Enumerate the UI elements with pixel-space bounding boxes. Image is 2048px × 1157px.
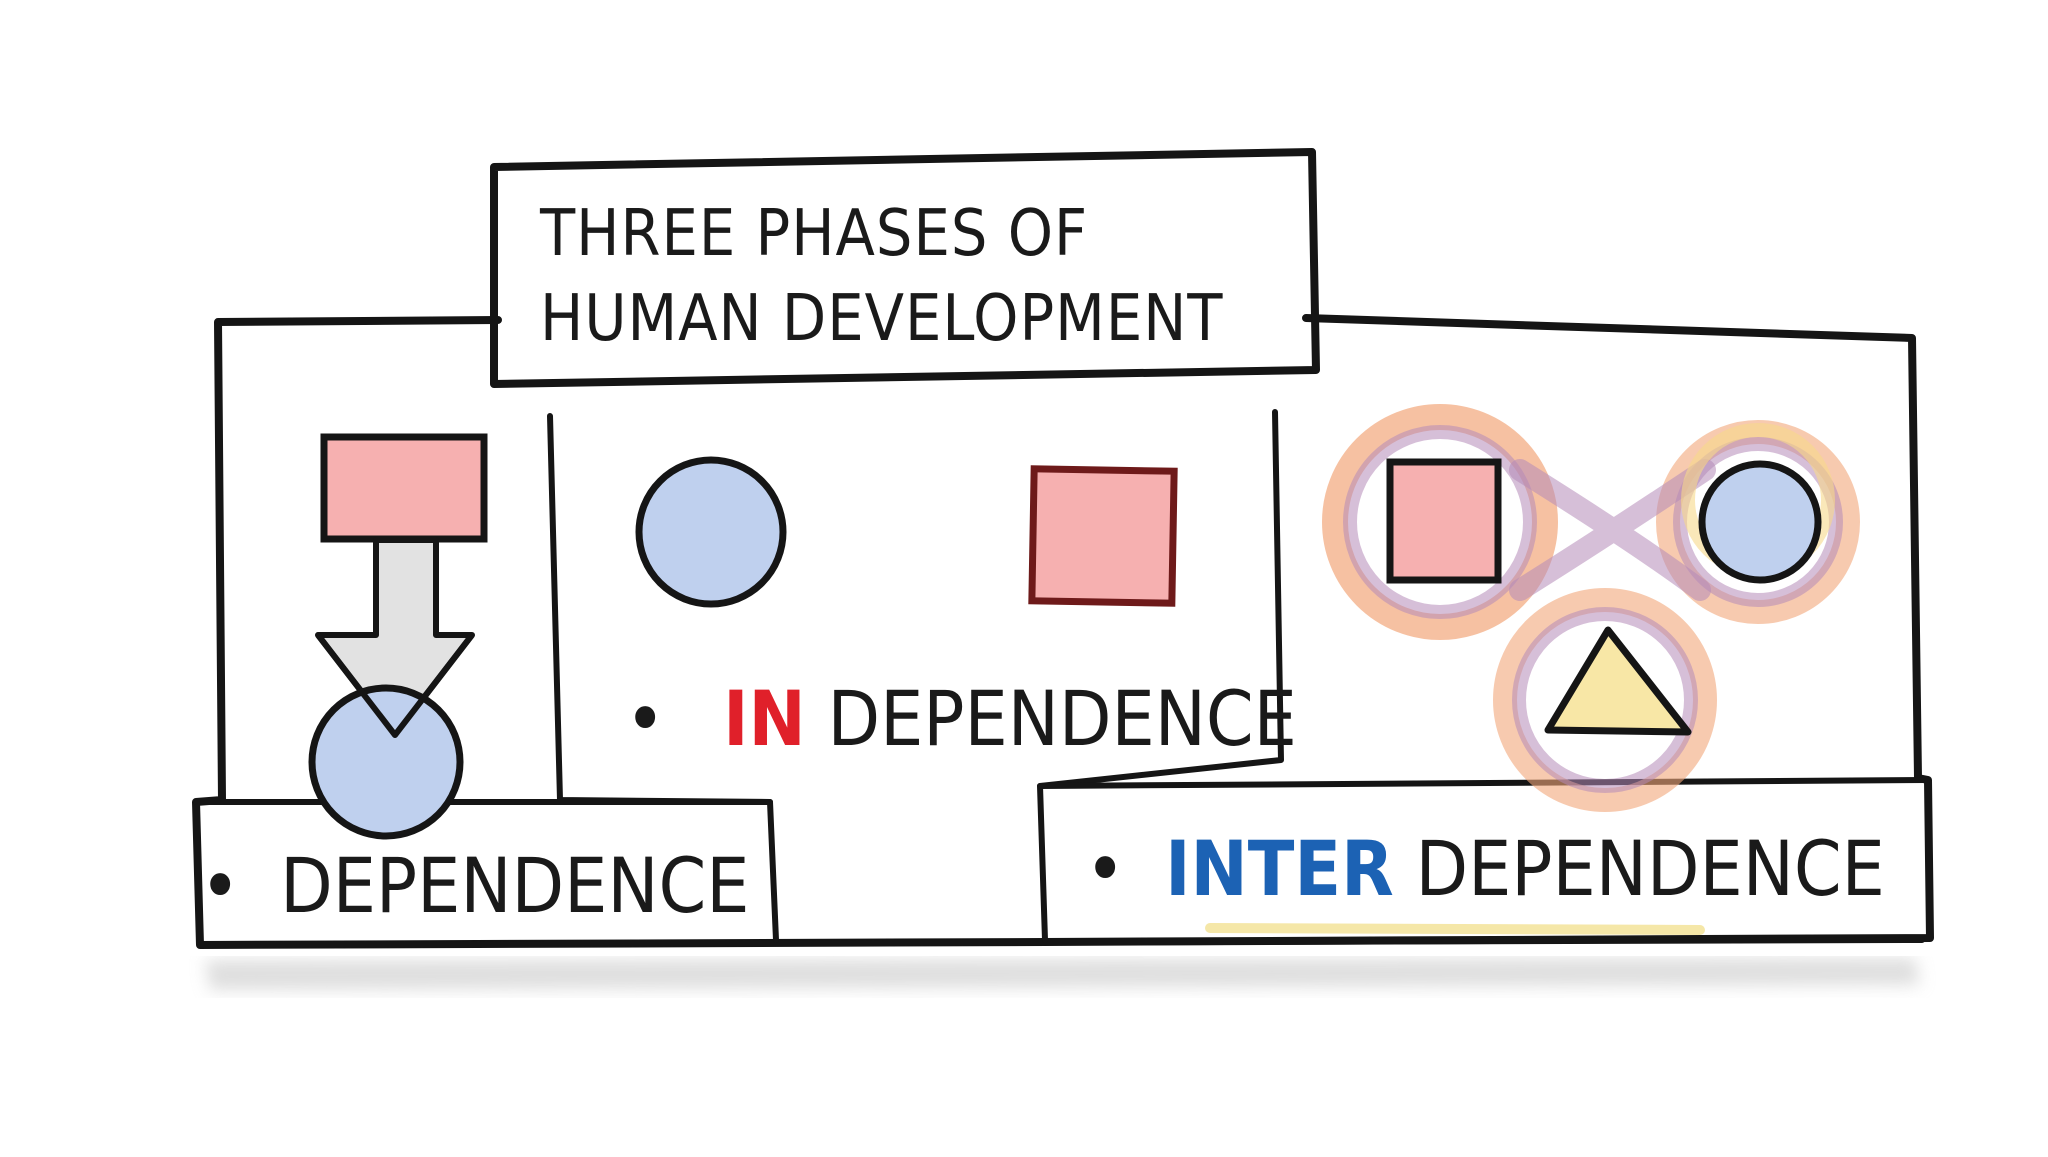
interdependence-bullet: • <box>1085 824 1125 913</box>
independence-circle <box>635 456 787 608</box>
halo-circle-purple <box>1673 437 1843 607</box>
dependence-arrow-tip <box>315 633 475 738</box>
independence-rest: DEPENDENCE <box>827 674 1296 763</box>
title-line-1: THREE PHASES OF <box>539 197 1088 271</box>
interdependence-label: • INTER DEPENDENCE <box>1085 824 1885 913</box>
halo-square <box>1322 404 1558 640</box>
interdependence-circle <box>1698 460 1822 584</box>
interdependence-label-frame <box>1037 777 1931 789</box>
independence-square <box>1028 465 1178 607</box>
interdependence-rest: DEPENDENCE <box>1415 824 1884 913</box>
interdependence-prefix: INTER <box>1165 824 1394 913</box>
halo-triangle-purple <box>1512 607 1698 793</box>
yellow-underline <box>1205 923 1705 935</box>
dependence-square <box>320 433 488 543</box>
dependence-word: DEPENDENCE <box>280 841 749 930</box>
halo-square-purple <box>1343 425 1537 619</box>
outer-frame-bottom <box>197 937 1925 948</box>
title-line-2: HUMAN DEVELOPMENT <box>540 282 1223 356</box>
interdependence-square <box>1386 458 1502 584</box>
dependence-bullet: • <box>200 841 240 930</box>
frame-shadow <box>205 958 1920 990</box>
interdependence-group <box>1322 404 1860 812</box>
independence-label: • IN DEPENDENCE <box>625 674 1297 763</box>
interdependence-triangle <box>1544 626 1692 736</box>
independence-prefix: IN <box>723 674 806 763</box>
independence-bullet: • <box>625 674 665 763</box>
halo-triangle <box>1493 588 1717 812</box>
dependence-circle <box>308 684 464 840</box>
title-box <box>490 148 1320 388</box>
dependence-label: • DEPENDENCE <box>200 841 749 930</box>
